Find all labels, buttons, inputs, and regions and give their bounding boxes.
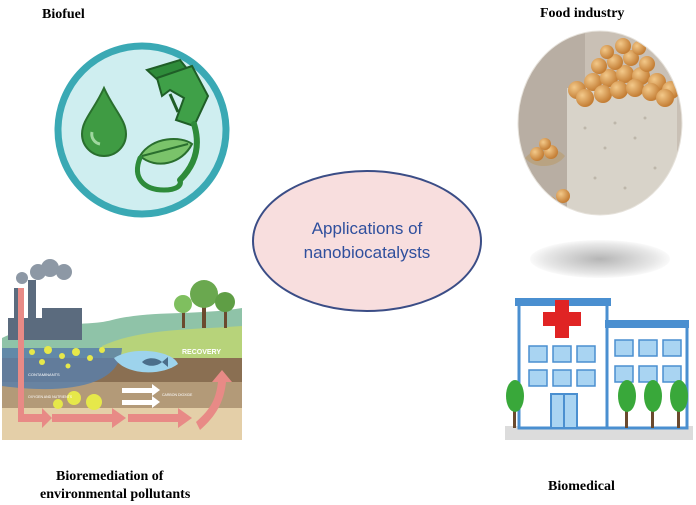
smoke	[16, 259, 72, 284]
label-biomedical: Biomedical	[548, 479, 615, 494]
contaminant-particles	[29, 346, 105, 410]
leaf-icon	[138, 138, 194, 165]
fuel-nozzle-icon	[145, 58, 210, 183]
center-ellipse: Applications of nanobiocatalysts	[252, 170, 482, 312]
label-food-industry: Food industry	[540, 6, 625, 21]
oxygen-label: OXYGEN AND NUTRIENTS	[28, 395, 73, 399]
carbon-label: CARBON DIOXIDE	[162, 393, 193, 397]
hospital-trees	[506, 380, 688, 428]
hospital-cross-icon	[543, 300, 581, 338]
food-shadow	[530, 240, 670, 278]
food-cup	[567, 88, 677, 215]
bioremediation-illustration: RECOVERY CONTAMINANTS OXYGEN AND NUTRIEN…	[2, 258, 242, 440]
label-biofuel: Biofuel	[42, 7, 85, 22]
biomedical-illustration	[505, 280, 693, 440]
white-arrows	[122, 384, 160, 408]
hospital-windows	[528, 345, 596, 387]
trees	[174, 280, 235, 328]
center-title-line2: nanobiocatalysts	[303, 243, 431, 262]
food-industry-illustration	[517, 30, 683, 216]
center-title-line1: Applications of	[311, 219, 423, 238]
fuel-drop-highlight	[90, 131, 101, 146]
recovery-label: RECOVERY	[182, 349, 221, 356]
leaf-vein	[141, 143, 189, 157]
label-bioremediation-line2: environmental pollutants	[40, 487, 191, 502]
fish-icon	[142, 357, 168, 367]
leaf-stem	[135, 155, 183, 193]
biofuel-illustration	[54, 42, 230, 218]
contaminants-label: CONTAMINANTS	[28, 372, 60, 377]
flow-arrows	[18, 288, 232, 430]
factory-icon	[8, 280, 82, 340]
center-title: Applications of nanobiocatalysts	[292, 217, 442, 265]
chickpeas	[568, 38, 680, 107]
label-bioremediation-line1: Bioremediation of	[56, 469, 164, 484]
